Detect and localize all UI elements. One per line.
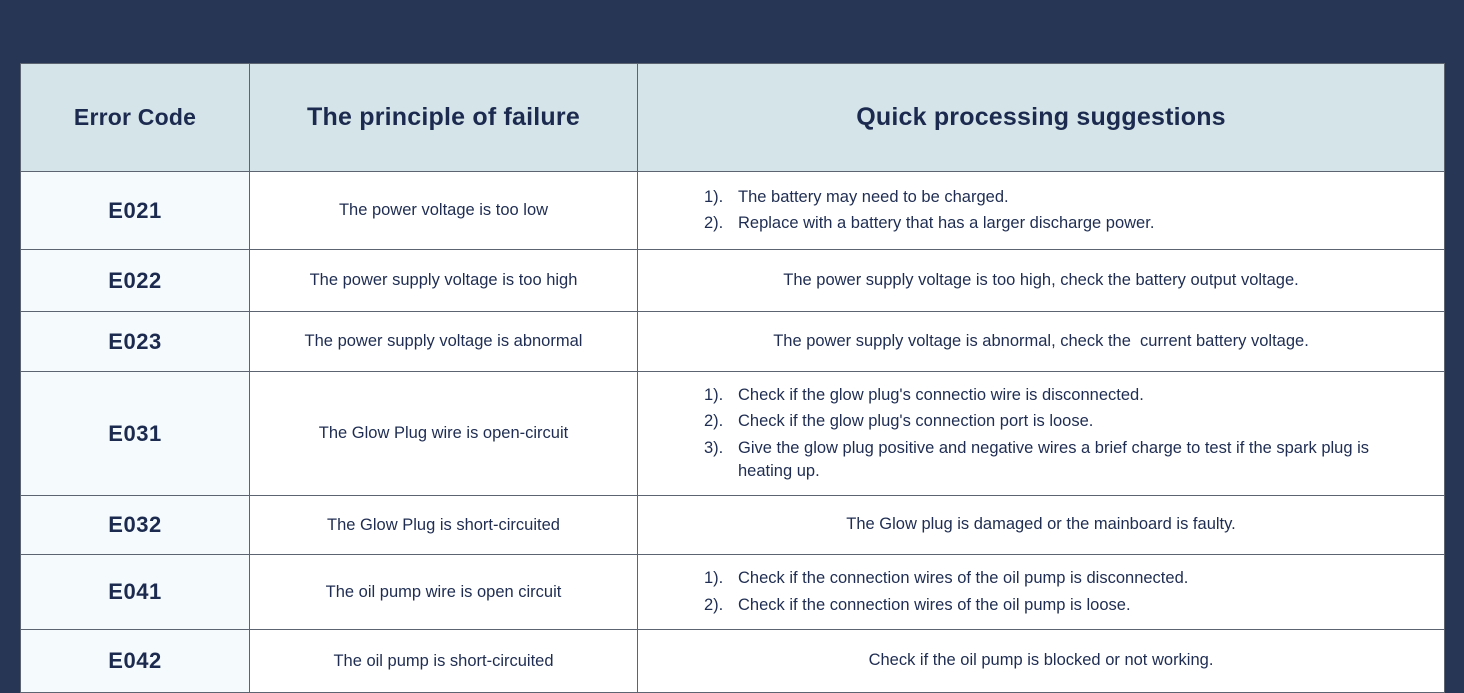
suggestion-item-text: Check if the glow plug's connectio wire … (738, 385, 1144, 404)
column-header-suggestions: Quick processing suggestions (637, 63, 1445, 172)
suggestion-item-text: The battery may need to be charged. (738, 187, 1009, 206)
cell-failure-principle: The power supply voltage is too high (249, 249, 638, 312)
table-header: Error Code The principle of failure Quic… (20, 63, 1445, 172)
suggestion-list-item: 3). Give the glow plug positive and negat… (704, 437, 1424, 484)
cell-error-code: E021 (20, 171, 250, 250)
suggestion-item-number: 2). (704, 412, 724, 431)
cell-quick-suggestions: 1). The battery may need to be charged. 2)… (637, 171, 1445, 250)
column-header-error-code: Error Code (20, 63, 250, 172)
suggestion-item-number: 1). (704, 385, 724, 404)
suggestion-item-text: Check if the glow plug's connection port… (738, 412, 1094, 431)
suggestion-list-item: 2). Check if the connection wires of the … (704, 594, 1424, 617)
suggestion-item-text: Check if the connection wires of the oil… (738, 569, 1189, 588)
cell-error-code: E032 (20, 495, 250, 555)
suggestion-list-item: 2). Replace with a battery that has a lar… (704, 212, 1424, 235)
suggestion-list: 1). Check if the connection wires of the … (658, 567, 1424, 617)
cell-failure-principle: The Glow Plug wire is open-circuit (249, 371, 638, 496)
cell-failure-principle: The power voltage is too low (249, 171, 638, 250)
suggestion-list: 1). Check if the glow plug's connectio wi… (658, 384, 1424, 484)
cell-error-code: E022 (20, 249, 250, 312)
cell-error-code: E042 (20, 629, 250, 693)
suggestion-item-number: 2). (704, 595, 724, 614)
cell-quick-suggestions: 1). Check if the glow plug's connectio wi… (637, 371, 1445, 496)
suggestion-item-text: Replace with a battery that has a larger… (738, 214, 1155, 232)
suggestion-text: The power supply voltage is too high, ch… (783, 270, 1299, 289)
cell-error-code: E023 (20, 311, 250, 372)
cell-quick-suggestions: Check if the oil pump is blocked or not … (637, 629, 1445, 693)
error-code-table: Error Code The principle of failure Quic… (20, 63, 1445, 693)
suggestion-item-number: 1). (704, 187, 724, 206)
suggestion-item-text: Check if the connection wires of the oil… (738, 595, 1131, 614)
suggestion-list-item: 1). Check if the glow plug's connectio wi… (704, 384, 1424, 407)
suggestion-text: The power supply voltage is abnormal, ch… (773, 331, 1309, 350)
header-row: Error Code The principle of failure Quic… (20, 63, 1445, 172)
suggestion-item-number: 1). (704, 569, 724, 588)
cell-failure-principle: The Glow Plug is short-circuited (249, 495, 638, 555)
cell-error-code: E041 (20, 554, 250, 630)
suggestion-item-text: Give the glow plug positive and negative… (738, 438, 1374, 480)
cell-error-code: E031 (20, 371, 250, 496)
column-header-principle: The principle of failure (249, 63, 638, 172)
suggestion-list-item: 2). Check if the glow plug's connection p… (704, 410, 1424, 433)
cell-quick-suggestions: The power supply voltage is abnormal, ch… (637, 311, 1445, 372)
suggestion-text: The Glow plug is damaged or the mainboar… (846, 515, 1236, 534)
cell-quick-suggestions: The Glow plug is damaged or the mainboar… (637, 495, 1445, 555)
suggestion-list: 1). The battery may need to be charged. 2)… (658, 186, 1424, 236)
suggestion-list-item: 1). The battery may need to be charged. (704, 186, 1424, 209)
cell-quick-suggestions: 1). Check if the connection wires of the … (637, 554, 1445, 630)
suggestion-text: Check if the oil pump is blocked or not … (868, 651, 1214, 670)
suggestion-list-item: 1). Check if the connection wires of the … (704, 567, 1424, 590)
cell-failure-principle: The oil pump is short-circuited (249, 629, 638, 693)
cell-failure-principle: The power supply voltage is abnormal (249, 311, 638, 372)
cell-failure-principle: The oil pump wire is open circuit (249, 554, 638, 630)
suggestion-item-number: 2). (704, 214, 724, 232)
page-root: Error Code The principle of failure Quic… (20, 63, 1445, 693)
suggestion-item-number: 3). (704, 438, 724, 457)
cell-quick-suggestions: The power supply voltage is too high, ch… (637, 249, 1445, 312)
